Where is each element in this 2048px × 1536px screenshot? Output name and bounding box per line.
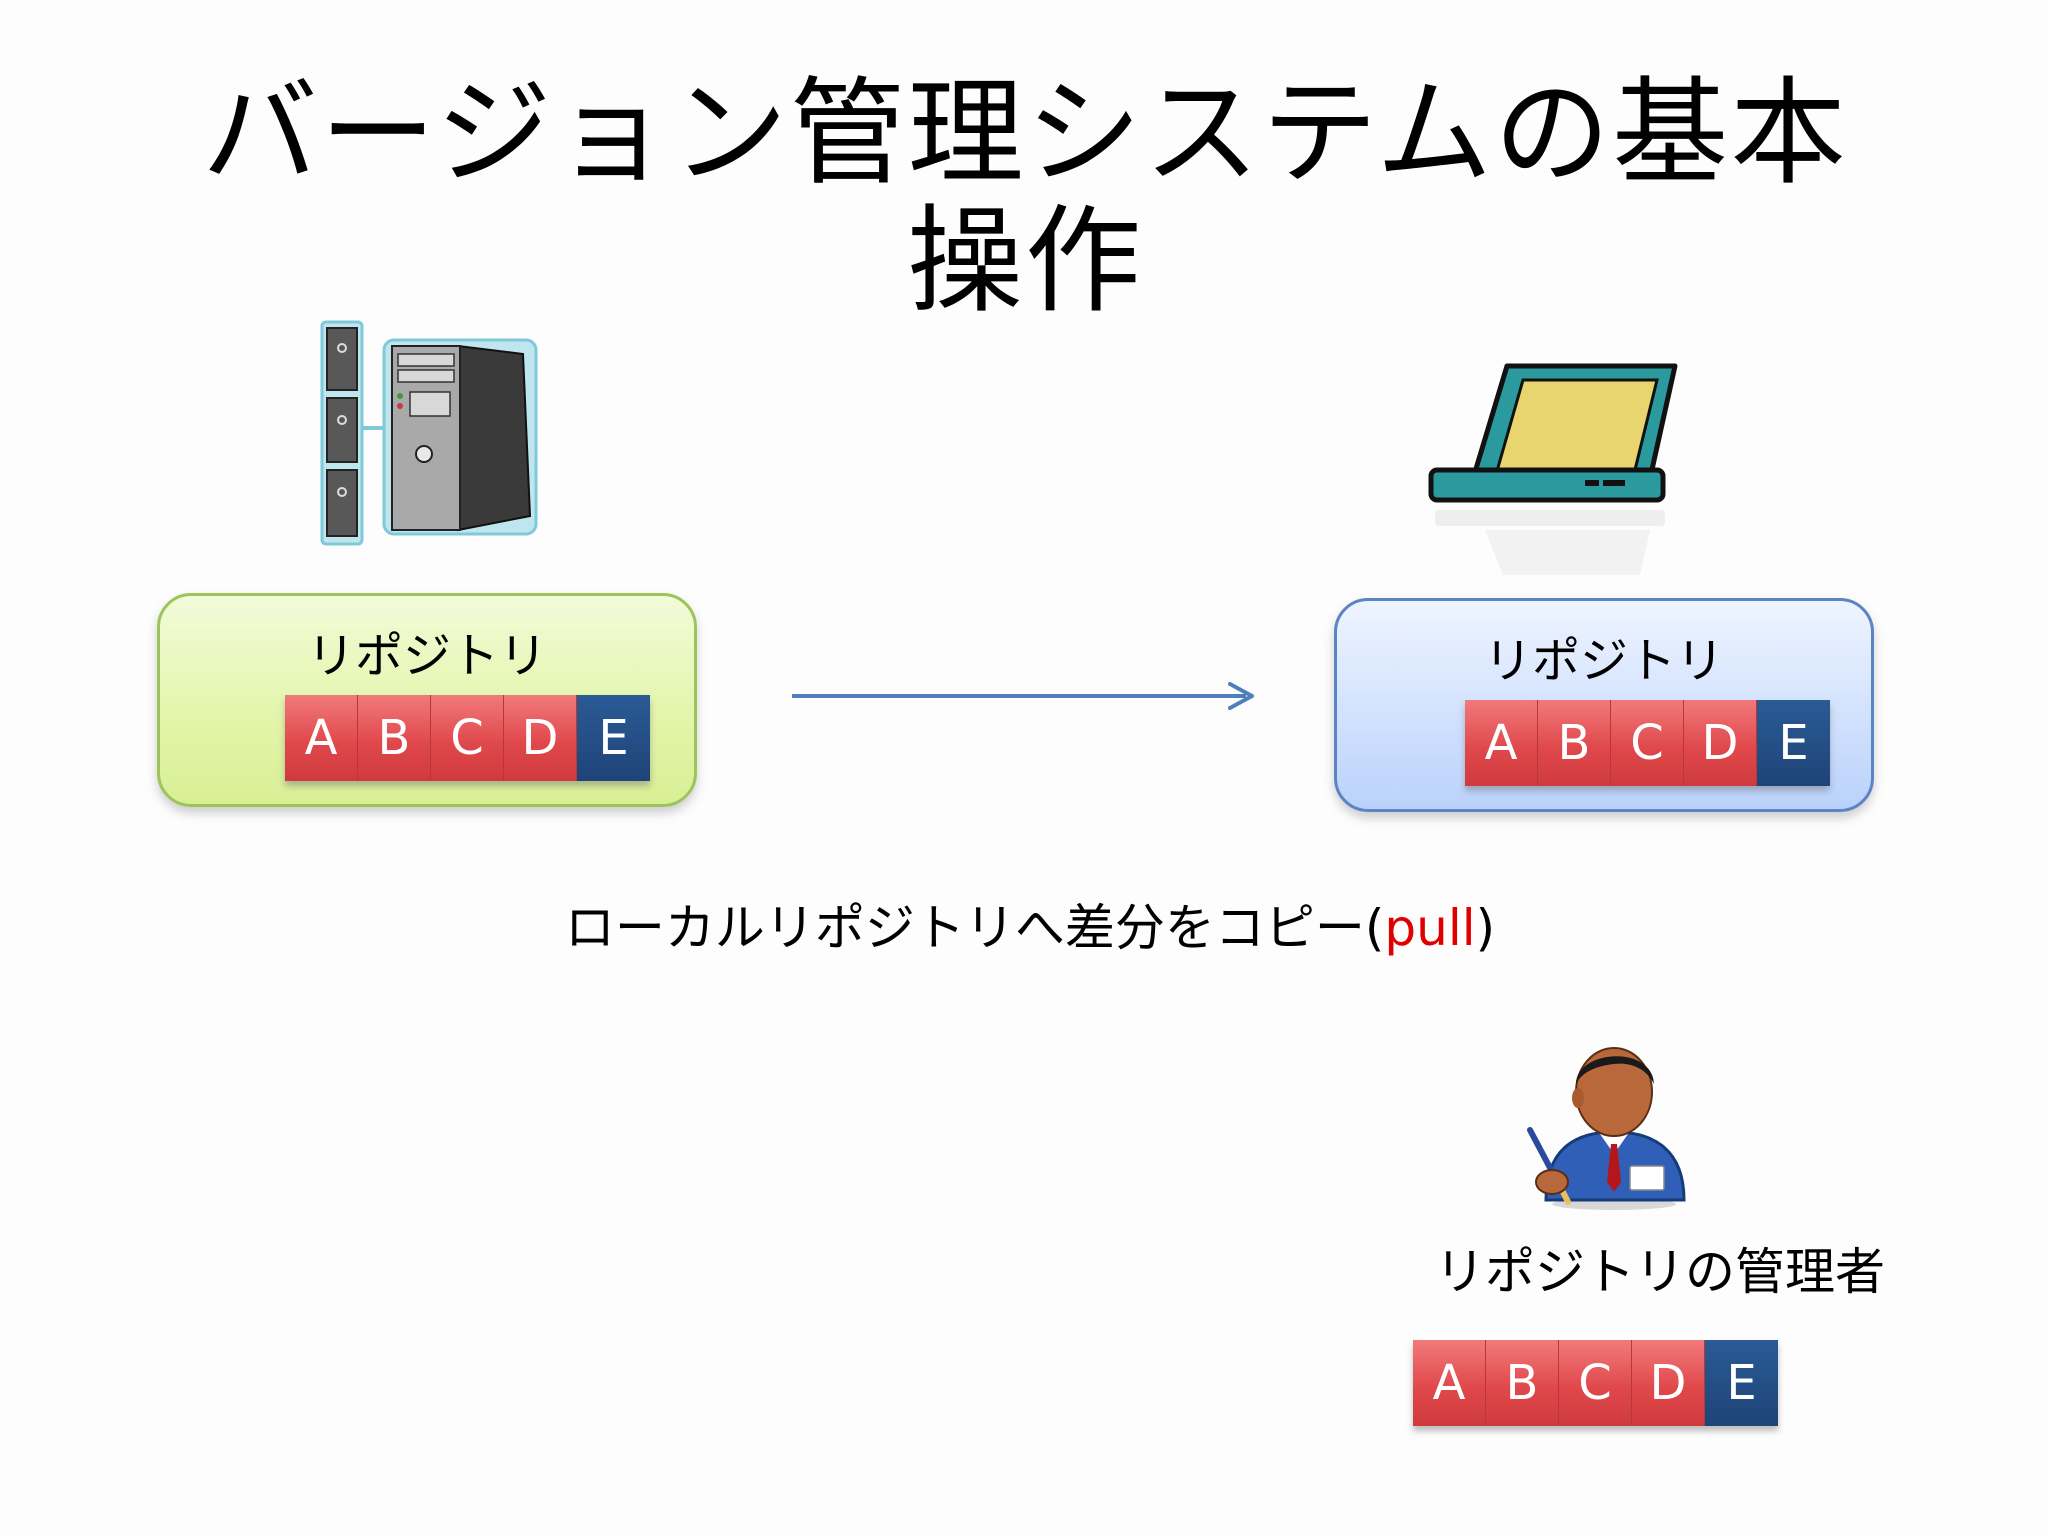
- arrow-right-icon: [792, 682, 1254, 710]
- local-repository-label: リポジトリ: [1483, 633, 1724, 689]
- head-commit-cell: E: [1757, 700, 1830, 786]
- operation-caption: ローカルリポジトリへ差分をコピー(pull): [400, 888, 1660, 960]
- commit-cell: D: [1684, 700, 1757, 786]
- commit-cell: C: [1611, 700, 1684, 786]
- commit-cell: C: [1559, 1340, 1632, 1426]
- commit-cell: C: [431, 695, 504, 781]
- commit-cell: A: [1413, 1340, 1486, 1426]
- commit-cell: D: [504, 695, 577, 781]
- slide-title: バージョン管理システムの基本操作: [201, 66, 1849, 329]
- commit-cell: A: [1465, 700, 1538, 786]
- person-icon: [1527, 1047, 1686, 1210]
- head-commit-cell: E: [1705, 1340, 1778, 1426]
- commit-cell: B: [1538, 700, 1611, 786]
- laptop-icon: [1428, 363, 1678, 575]
- admin-label: リポジトリの管理者: [1435, 1243, 1885, 1301]
- local-commit-history: A B C D E: [1465, 700, 1830, 786]
- commit-cell: D: [1632, 1340, 1705, 1426]
- commit-cell: A: [285, 695, 358, 781]
- head-commit-cell: E: [577, 695, 650, 781]
- caption-open-paren: (: [1364, 899, 1385, 957]
- caption-close-paren: ): [1475, 899, 1496, 957]
- caption-text: ローカルリポジトリへ差分をコピー: [564, 899, 1365, 957]
- server-repository-label: リポジトリ: [306, 628, 547, 684]
- server-commit-history: A B C D E: [285, 695, 650, 781]
- pull-keyword: pull: [1384, 899, 1476, 957]
- commit-cell: B: [1486, 1340, 1559, 1426]
- admin-commit-history: A B C D E: [1413, 1340, 1778, 1426]
- server-tower-icon: [320, 320, 538, 546]
- commit-cell: B: [358, 695, 431, 781]
